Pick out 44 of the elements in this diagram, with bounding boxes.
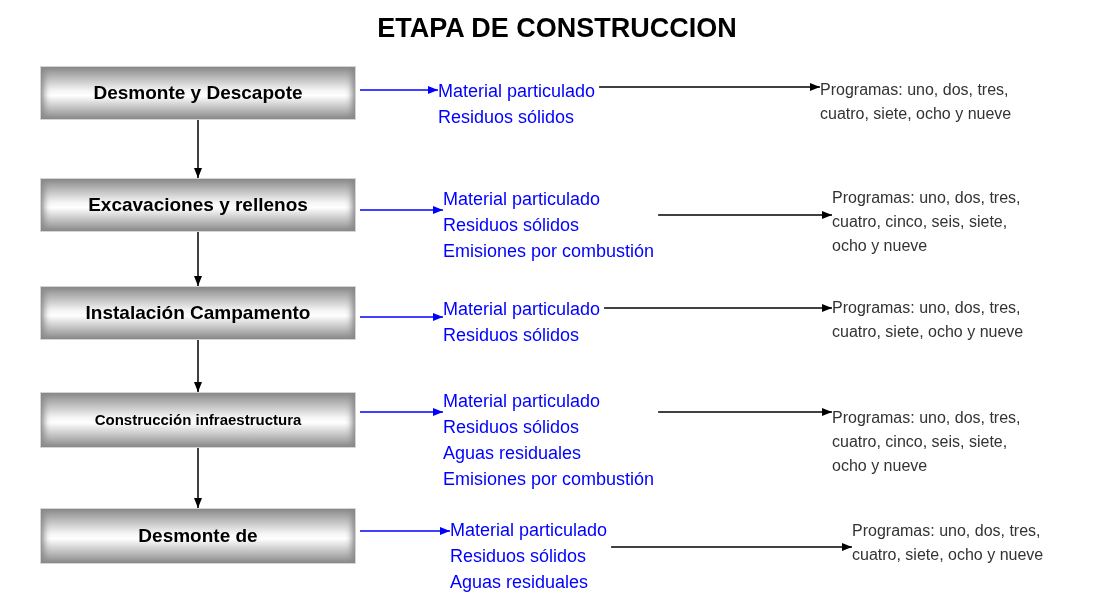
impact-text: Material particulado (443, 298, 601, 321)
impact-text: Material particulado (443, 390, 601, 413)
impact-text: Residuos sólidos (443, 214, 580, 237)
program-text: Programas: uno, dos, tres, cuatro, cinco, seis, siete, ocho y nueve (832, 188, 1022, 256)
program-text: Programas: uno, dos, tres, cuatro, cinco, seis, siete, ocho y nueve (832, 408, 1022, 476)
arrow (194, 447, 202, 509)
impact-text: Material particulado (443, 188, 601, 211)
arrow (359, 313, 444, 321)
arrow (359, 408, 444, 416)
program-text: Programas: uno, dos, tres, cuatro, siete, ocho y nueve (852, 521, 1045, 565)
process-box (40, 286, 356, 340)
arrow (657, 211, 833, 219)
impact-text: Emisiones por combustión (443, 468, 655, 491)
arrow (194, 339, 202, 393)
step-label: Excavaciones y rellenos (88, 192, 308, 217)
impact-text: Material particulado (450, 519, 608, 542)
arrow (603, 304, 833, 312)
arrow (359, 527, 451, 535)
impact-text: Residuos sólidos (450, 545, 587, 568)
step-label: Instalación Campamento (85, 300, 311, 325)
impact-text: Emisiones por combustión (443, 240, 655, 263)
arrow (359, 86, 439, 94)
process-box (40, 66, 356, 120)
process-box (40, 392, 356, 448)
process-box (40, 508, 356, 564)
impact-text: Material particulado (438, 80, 596, 103)
arrow (610, 543, 853, 551)
impact-text: Aguas residuales (443, 442, 582, 465)
program-text: Programas: uno, dos, tres, cuatro, siete, ocho y nueve (832, 298, 1025, 342)
step-label: Desmonte y Descapote (93, 80, 303, 105)
process-box (40, 178, 356, 232)
arrow (194, 231, 202, 287)
arrow (194, 119, 202, 179)
arrow (359, 206, 444, 214)
program-text: Programas: uno, dos, tres, cuatro, siete, ocho y nueve (820, 80, 1013, 124)
diagram-title: ETAPA DE CONSTRUCCION (377, 12, 737, 45)
step-label: Desmonte de (138, 523, 258, 548)
arrow (657, 408, 833, 416)
impact-text: Aguas residuales (450, 571, 589, 594)
arrow (598, 83, 821, 91)
impact-text: Residuos sólidos (443, 324, 580, 347)
impact-text: Residuos sólidos (438, 106, 575, 129)
step-label: Construcción infraestructura (94, 409, 302, 430)
impact-text: Residuos sólidos (443, 416, 580, 439)
